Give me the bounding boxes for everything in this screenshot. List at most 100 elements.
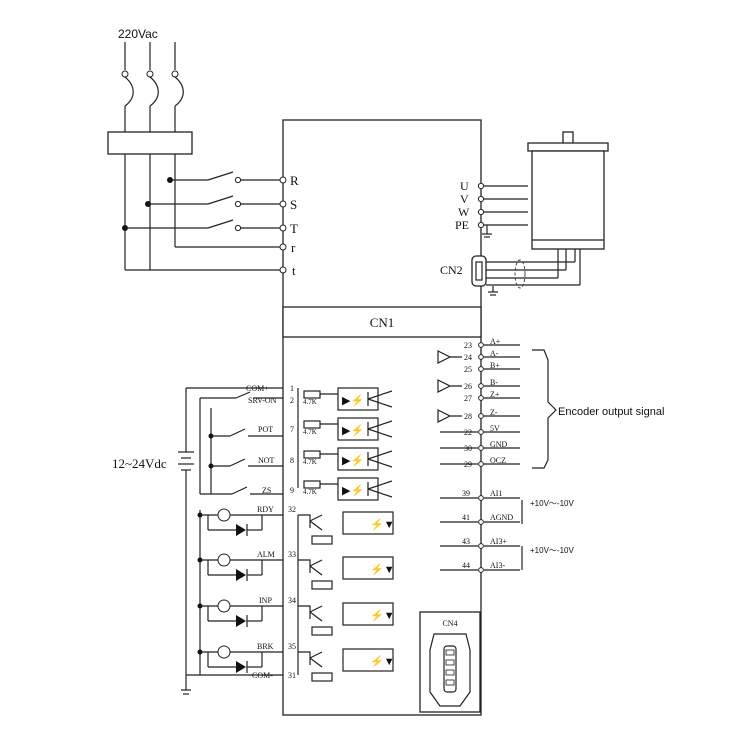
analog-signal-label: AGND xyxy=(490,513,513,522)
encoder-pin-row: 28 Z- xyxy=(464,408,520,421)
analog-range-label: +10V～-10V xyxy=(530,546,574,555)
power-terminal-label: t xyxy=(292,263,296,278)
analog-range-label: +10V～-10V xyxy=(530,499,574,508)
encoder-signal-label: 5V xyxy=(490,424,500,433)
encoder-brace xyxy=(532,349,557,469)
analog-signal-label: AI3- xyxy=(490,561,505,570)
encoder-pin-row: 24 A- xyxy=(464,349,520,362)
encoder-signal-label: B- xyxy=(490,378,498,387)
encoder-pin-terminal xyxy=(478,445,484,451)
encoder-pin-number: 24 xyxy=(464,353,472,362)
cn2-label: CN2 xyxy=(440,263,463,277)
input-signal-label: NOT xyxy=(258,456,275,465)
encoder-signal-label: B+ xyxy=(490,361,500,370)
output-signal-label: COM- xyxy=(252,671,273,680)
encoder-pin-terminal xyxy=(478,429,484,435)
analog-pin-terminal xyxy=(478,519,484,525)
input-pin-number: 1 xyxy=(290,384,294,393)
encoder-signal-label: OCZ xyxy=(490,456,506,465)
encoder-pin-terminal xyxy=(478,395,484,401)
output-circuits: RDY 32 ALM 33 INP 34 BRK 35 COM- 31 xyxy=(197,505,395,682)
output-signal-label: BRK xyxy=(257,642,274,651)
encoder-pin-number: 26 xyxy=(464,382,472,391)
svg-text:⚡▼: ⚡▼ xyxy=(370,563,395,576)
terminal-r xyxy=(279,176,287,184)
motor-terminal-label: W xyxy=(458,205,470,219)
svg-text:▶⚡: ▶⚡ xyxy=(342,424,364,437)
svg-text:⚡▼: ⚡▼ xyxy=(370,609,395,622)
power-terminal-label: R xyxy=(290,173,299,188)
encoder-pin-row: 26 B- xyxy=(464,378,520,391)
input-pin-number: 9 xyxy=(290,486,294,495)
cn1-label: CN1 xyxy=(370,315,395,330)
encoder-pin-row: 25 B+ xyxy=(464,361,520,374)
encoder-pin-terminal xyxy=(478,383,484,389)
input-resistor-value: 4.7K xyxy=(303,488,317,496)
analog-pin-number: 44 xyxy=(462,561,470,570)
analog-input-pins: 39 AI1 41 AGND 43 AI3+ 44 AI3- xyxy=(440,489,520,573)
encoder-pin-terminal xyxy=(478,354,484,360)
output-pin-number: 35 xyxy=(288,642,296,651)
input-signal-label: ZS xyxy=(262,486,271,495)
supply-voltage-label: 220Vac xyxy=(118,27,158,41)
svg-text:▶⚡: ▶⚡ xyxy=(342,454,364,467)
main-breaker-contacts xyxy=(121,70,184,132)
power-terminal-label: r xyxy=(291,240,296,255)
analog-pin-number: 43 xyxy=(462,537,470,546)
noise-filter-box xyxy=(107,131,193,155)
analog-pin-terminal xyxy=(478,543,484,549)
analog-pin-number: 41 xyxy=(462,513,470,522)
output-pin-number: 33 xyxy=(288,550,296,559)
encoder-pin-number: 23 xyxy=(464,341,472,350)
analog-pin-number: 39 xyxy=(462,489,470,498)
output-optocouplers: ⚡▼ ⚡▼ ⚡▼ ⚡▼ xyxy=(298,511,395,682)
encoder-pin-number: 25 xyxy=(464,365,472,374)
input-signal-label: SRV-ON xyxy=(248,396,277,405)
terminal-t xyxy=(279,224,287,232)
output-signal-label: RDY xyxy=(257,505,274,514)
output-pin-number: 32 xyxy=(288,505,296,514)
motor-terminal-label: U xyxy=(460,179,469,193)
servo-motor xyxy=(527,131,609,250)
svg-text:⚡▼: ⚡▼ xyxy=(370,518,395,531)
encoder-pin-terminal xyxy=(478,413,484,419)
analog-signal-label: AI3+ xyxy=(490,537,507,546)
terminal-s xyxy=(279,200,287,208)
output-pin-number: 31 xyxy=(288,671,296,680)
input-resistor-value: 4.7K xyxy=(303,428,317,436)
analog-signal-label: AI1 xyxy=(490,489,502,498)
output-signal-label: INP xyxy=(259,596,272,605)
contactor-wiring xyxy=(122,171,282,271)
input-pin-number: 8 xyxy=(290,456,294,465)
terminal-t-ctrl xyxy=(279,266,287,274)
dc-supply-label: 12~24Vdc xyxy=(112,456,167,471)
encoder-signal-label: Z- xyxy=(490,408,498,417)
analog-pin-row: 43 AI3+ xyxy=(440,537,520,549)
svg-text:⚡▼: ⚡▼ xyxy=(370,655,395,668)
encoder-signal-label: A- xyxy=(490,349,499,358)
power-terminal-block: R S T r t xyxy=(279,173,299,278)
cn4-connector-icon xyxy=(429,633,471,707)
power-terminal-label: T xyxy=(290,221,298,236)
power-terminal-label: S xyxy=(290,197,297,212)
encoder-pin-terminal xyxy=(478,461,484,467)
svg-text:▶⚡: ▶⚡ xyxy=(342,484,364,497)
output-signal-label: ALM xyxy=(257,550,275,559)
encoder-pin-terminal xyxy=(478,366,484,372)
filter-output-lines xyxy=(124,154,176,270)
encoder-pin-number: 28 xyxy=(464,412,472,421)
analog-pin-terminal xyxy=(478,567,484,573)
input-signal-label: COM+ xyxy=(246,384,269,393)
analog-pin-row: 39 AI1 xyxy=(440,489,520,501)
output-pin-number: 34 xyxy=(288,596,296,605)
terminal-r-ctrl xyxy=(279,243,287,251)
input-circuits: COM+ 1 SRV-ON 2 POT 7 NOT 8 ZS 9 4.7K 4.… xyxy=(200,384,393,501)
encoder-cable: CN2 xyxy=(440,249,581,296)
